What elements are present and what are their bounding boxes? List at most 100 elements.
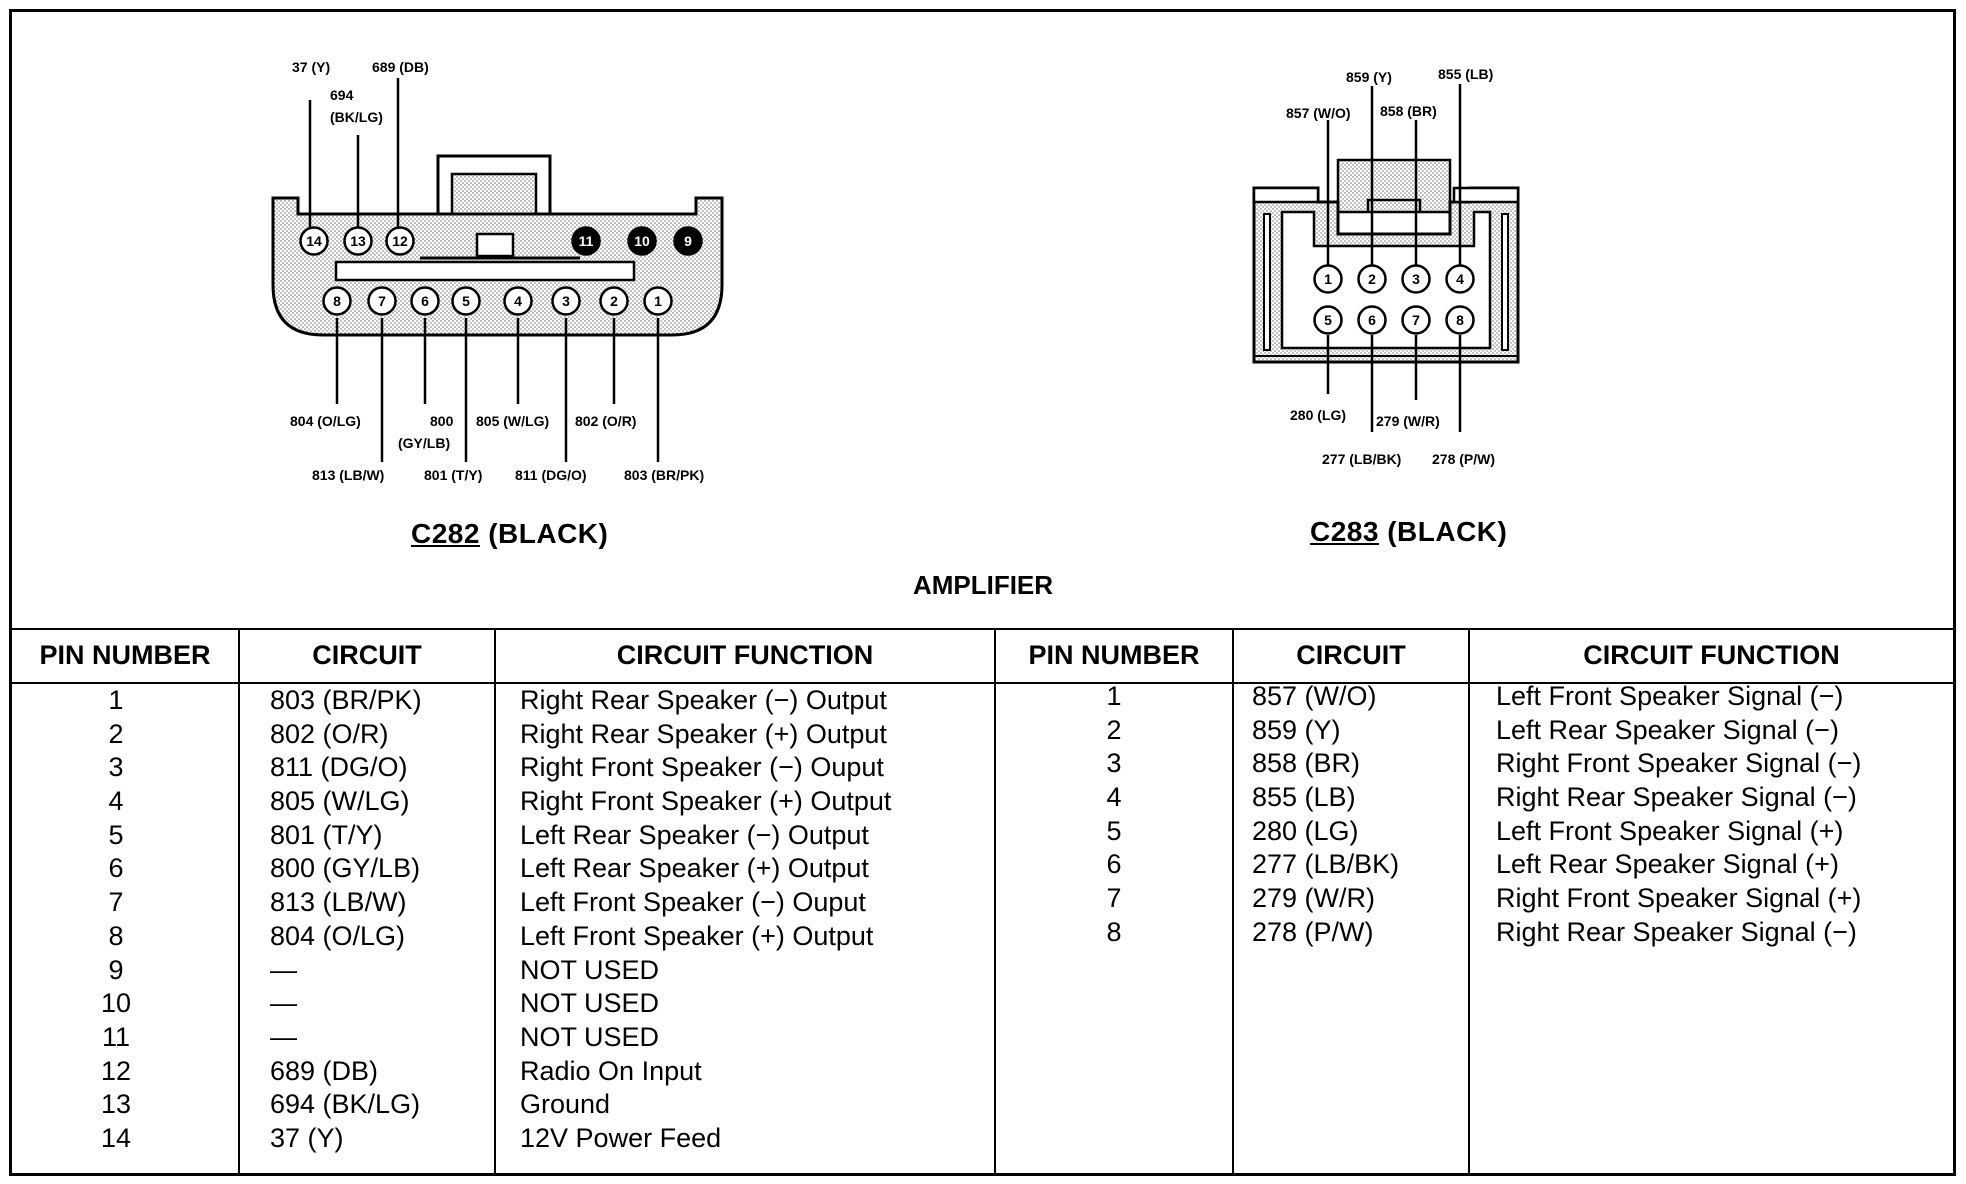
right-function-column: CIRCUIT FUNCTION Left Front Speaker Sign… [1470, 628, 1953, 1173]
right-circuit-header: CIRCUIT [1296, 639, 1406, 670]
table-cell-circuit: 694 (BK/LG) [270, 1089, 421, 1120]
table-cell-circuit: 689 (DB) [270, 1055, 379, 1086]
pin-cavity: 6 [410, 286, 440, 316]
column-divider [494, 628, 496, 1173]
table-cell-pin: 7 [1106, 883, 1122, 914]
column-divider [994, 628, 996, 1173]
table-cell-pin: 7 [108, 887, 124, 918]
pin-number: 8 [1456, 312, 1464, 328]
c282-wire-label: 804 (O/LG) [290, 413, 361, 429]
table-cell-pin: 4 [1106, 782, 1122, 813]
table-cell-pin: 2 [1106, 714, 1122, 745]
table-cell-circuit: 801 (T/Y) [270, 819, 383, 850]
pin-number: 5 [1324, 312, 1332, 328]
table-cell-pin: 4 [108, 786, 124, 817]
table-cell-pin: 6 [1106, 849, 1122, 880]
pin-cavity: 8 [1445, 305, 1475, 335]
pin-cavity: 8 [322, 286, 352, 316]
column-divider [238, 628, 240, 1173]
table-cell-pin: 3 [108, 752, 124, 783]
c282-wire-label: 811 (DG/O) [515, 467, 587, 483]
pin-number: 8 [333, 293, 341, 309]
table-cell-function: Left Front Speaker Signal (+) [1496, 815, 1844, 846]
pin-number: 4 [514, 293, 522, 309]
table-cell-pin: 1 [108, 685, 124, 715]
pin-number: 3 [1412, 271, 1420, 287]
table-cell-function: Left Rear Speaker (+) Output [520, 853, 869, 884]
pin-number: 14 [306, 233, 322, 249]
left-function-column: CIRCUIT FUNCTION Right Rear Speaker (−) … [496, 628, 994, 1173]
pin-cavity: 7 [367, 286, 397, 316]
table-cell-function: Right Rear Speaker Signal (−) [1496, 782, 1857, 813]
table-cell-circuit: 859 (Y) [1252, 714, 1341, 745]
pin-cavity: 2 [599, 286, 629, 316]
pin-number: 5 [462, 293, 470, 309]
pin-number: 1 [654, 293, 662, 309]
pin-number: 2 [610, 293, 618, 309]
pin-number: 10 [634, 233, 650, 249]
table-cell-circuit: 804 (O/LG) [270, 920, 406, 951]
pin-number: 9 [684, 233, 692, 249]
table-cell-function: Right Rear Speaker (−) Output [520, 685, 887, 715]
table-top-border [12, 628, 1953, 630]
c283-wire-label: 279 (W/R) [1376, 413, 1440, 429]
pin-cavity: 6 [1357, 305, 1387, 335]
table-cell-function: Left Front Speaker Signal (−) [1496, 681, 1844, 711]
table-cell-function: Right Rear Speaker (+) Output [520, 718, 887, 749]
pin-number: 1 [1324, 271, 1332, 287]
table-cell-circuit: — [270, 1021, 297, 1052]
table-cell-circuit: 858 (BR) [1252, 748, 1361, 779]
pin-cavity: 11 [571, 226, 601, 256]
c282-title: C282 (BLACK) [411, 518, 608, 550]
table-cell-function: Right Front Speaker (−) Ouput [520, 752, 884, 783]
pin-cavity: 4 [1445, 264, 1475, 294]
table-cell-pin: 8 [108, 920, 124, 951]
table-cell-pin: 5 [1106, 815, 1122, 846]
left-function-header: CIRCUIT FUNCTION [616, 639, 874, 670]
table-cell-function: NOT USED [520, 1021, 660, 1052]
c282-wire-label: 805 (W/LG) [476, 413, 549, 429]
pin-number: 11 [579, 233, 594, 249]
c283-wire-label: 857 (W/O) [1286, 105, 1351, 121]
pin-cavity: 13 [343, 226, 373, 256]
table-cell-function: Radio On Input [520, 1055, 702, 1086]
c283-wire-label: 280 (LG) [1290, 407, 1346, 423]
table-cell-circuit: — [270, 988, 297, 1019]
table-cell-function: Ground [520, 1089, 611, 1120]
c283-wire-label: 278 (P/W) [1432, 451, 1495, 467]
table-cell-pin: 5 [108, 819, 124, 850]
right-circuit-column: CIRCUIT 857 (W/O)859 (Y)858 (BR)855 (LB)… [1234, 628, 1468, 1173]
pin-cavity: 7 [1401, 305, 1431, 335]
table-cell-circuit: 277 (LB/BK) [1252, 849, 1400, 880]
c283-title: C283 (BLACK) [1310, 516, 1507, 548]
table-cell-circuit: 855 (LB) [1252, 782, 1356, 813]
table-cell-pin: 2 [108, 718, 124, 749]
pin-cavity: 5 [1313, 305, 1343, 335]
table-cell-circuit: 802 (O/R) [270, 718, 389, 749]
table-cell-function: Right Rear Speaker Signal (−) [1496, 916, 1857, 947]
table-cell-circuit: 811 (DG/O) [270, 752, 408, 783]
table-cell-circuit: 800 (GY/LB) [270, 853, 421, 884]
c282-wire-label: (GY/LB) [398, 435, 450, 451]
pin-cavity: 14 [299, 226, 329, 256]
table-cell-pin: 10 [100, 988, 132, 1019]
left-circuit-column: CIRCUIT 803 (BR/PK)802 (O/R)811 (DG/O)80… [240, 628, 494, 1173]
table-cell-circuit: 278 (P/W) [1252, 916, 1374, 947]
pin-cavity: 3 [551, 286, 581, 316]
table-header-border [12, 682, 1953, 684]
c283-color: (BLACK) [1387, 516, 1508, 547]
c282-wire-label: 694 [330, 87, 354, 103]
table-cell-pin: 9 [108, 954, 124, 985]
pin-number: 6 [421, 293, 429, 309]
table-cell-circuit: 37 (Y) [270, 1122, 344, 1153]
table-cell-circuit: 803 (BR/PK) [270, 685, 422, 715]
c283-id: C283 [1310, 516, 1379, 547]
table-cell-pin: 12 [100, 1055, 132, 1086]
table-cell-function: Left Rear Speaker Signal (−) [1496, 714, 1839, 745]
pin-number: 3 [562, 293, 570, 309]
table-cell-pin: 14 [100, 1122, 132, 1153]
